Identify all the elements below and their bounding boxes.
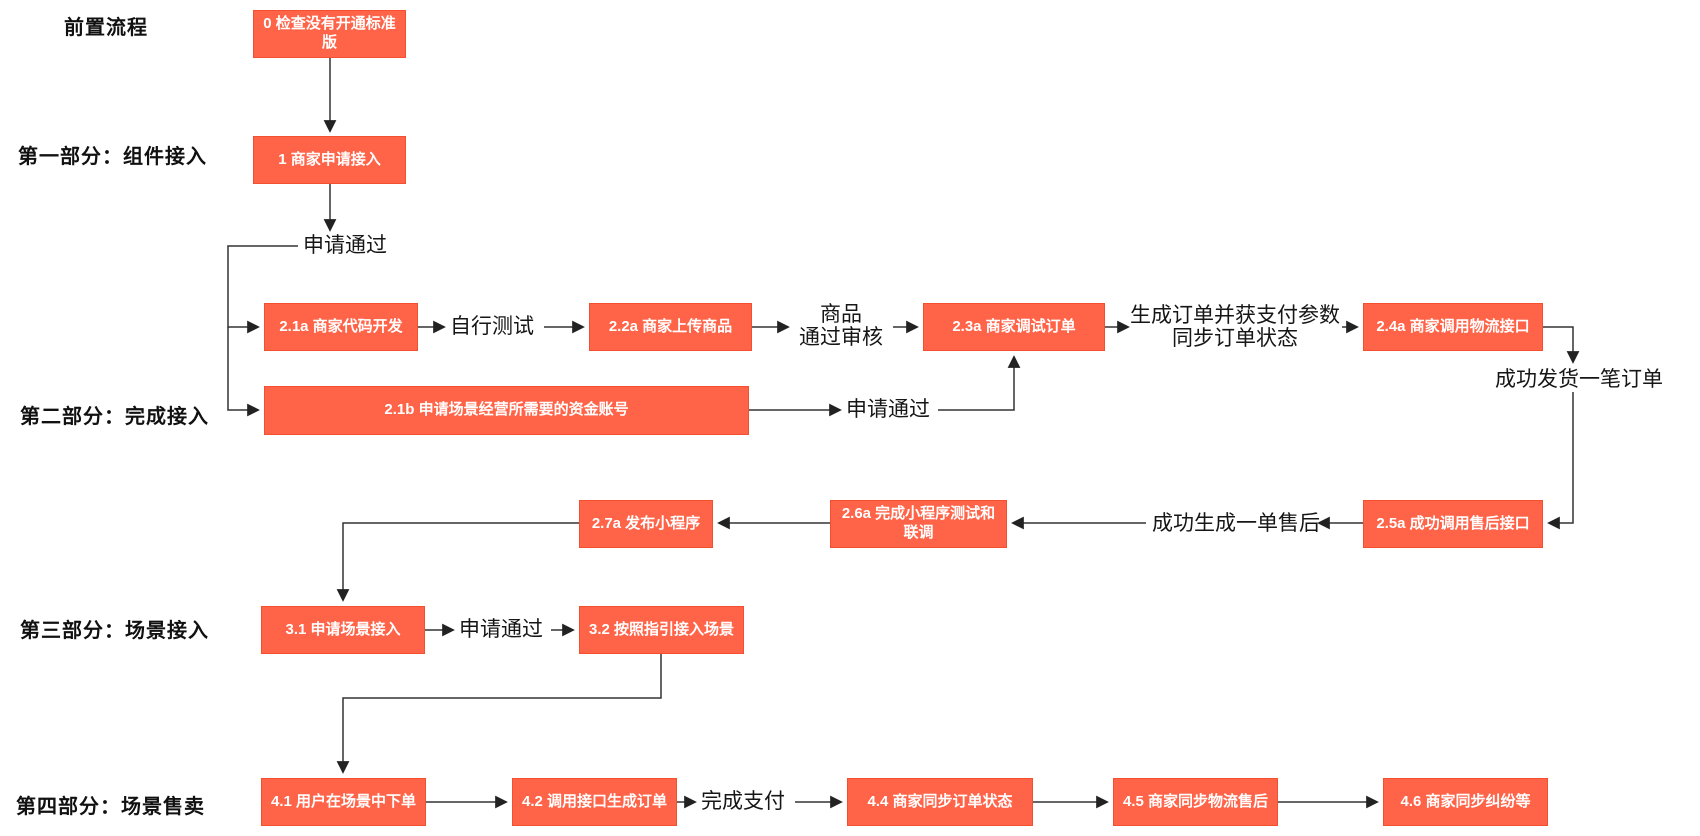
node-2-5a-aftersale-api: 2.5a 成功调用售后接口 — [1363, 500, 1543, 548]
node-1-merchant-apply: 1 商家申请接入 — [253, 136, 406, 184]
edge-label-goods-approved-line2: 通过审核 — [799, 326, 883, 349]
section-label-pre-process: 前置流程 — [64, 17, 148, 39]
edge-label-aftersale-created: 成功生成一单售后 — [1152, 512, 1320, 535]
node-2-1a-merchant-code-dev: 2.1a 商家代码开发 — [264, 303, 418, 351]
edge-label-generate-order-line1: 生成订单并获支付参数 — [1130, 304, 1340, 327]
edge-label-generate-order: 生成订单并获支付参数 同步订单状态 — [1125, 304, 1345, 350]
node-2-1b-fund-account: 2.1b 申请场景经营所需要的资金账号 — [264, 386, 749, 435]
section-label-part4: 第四部分：场景售卖 — [16, 796, 205, 818]
edge-label-self-test: 自行测试 — [450, 315, 534, 338]
edge-label-apply-approved-1: 申请通过 — [303, 234, 387, 257]
edge-label-ship-success: 成功发货一笔订单 — [1495, 368, 1663, 391]
node-2-4a-logistics-api: 2.4a 商家调用物流接口 — [1363, 303, 1543, 351]
edge-label-apply-approved-3: 申请通过 — [459, 618, 543, 641]
connector-ship-n25a — [1547, 392, 1574, 530]
node-2-6a-miniprogram-test: 2.6a 完成小程序测试和联调 — [830, 500, 1007, 548]
connector-pass2-n23a — [938, 355, 1021, 411]
node-4-1-user-order: 4.1 用户在场景中下单 — [261, 778, 426, 826]
node-3-1-apply-scene: 3.1 申请场景接入 — [261, 606, 425, 654]
section-label-part1: 第一部分：组件接入 — [18, 146, 207, 168]
edge-label-payment-complete: 完成支付 — [701, 790, 785, 813]
connector-pass1-n21b — [227, 327, 260, 417]
connector-n24a-ship — [1543, 326, 1580, 364]
node-0-check-standard-version: 0 检查没有开通标准版 — [253, 10, 406, 58]
edge-label-apply-approved-2: 申请通过 — [846, 398, 930, 421]
node-4-5-sync-logistics-aftersale: 4.5 商家同步物流售后 — [1113, 778, 1278, 826]
node-3-2-follow-guide: 3.2 按照指引接入场景 — [579, 606, 744, 654]
node-4-6-sync-dispute: 4.6 商家同步纠纷等 — [1383, 778, 1548, 826]
node-4-2-create-order-api: 4.2 调用接口生成订单 — [512, 778, 677, 826]
connector-n27a-n31 — [336, 522, 579, 602]
connector-n32-n41 — [336, 654, 662, 774]
node-2-3a-debug-order: 2.3a 商家调试订单 — [923, 303, 1105, 351]
node-2-2a-upload-goods: 2.2a 商家上传商品 — [589, 303, 752, 351]
edge-label-generate-order-line2: 同步订单状态 — [1172, 327, 1298, 350]
section-label-part2: 第二部分：完成接入 — [20, 406, 209, 428]
node-4-4-sync-order-status: 4.4 商家同步订单状态 — [847, 778, 1033, 826]
edge-label-goods-approved-line1: 商品 — [820, 303, 862, 326]
section-label-part3: 第三部分：场景接入 — [20, 620, 209, 642]
edge-label-goods-approved: 商品 通过审核 — [791, 303, 891, 349]
node-2-7a-publish-miniprogram: 2.7a 发布小程序 — [579, 500, 713, 548]
